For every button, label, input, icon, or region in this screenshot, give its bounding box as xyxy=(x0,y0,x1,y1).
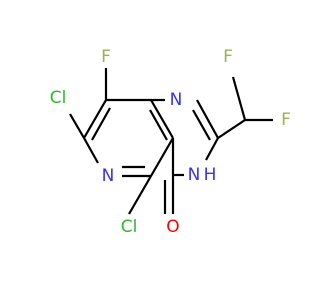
bonds xyxy=(69,68,273,215)
atom-nh-h: H xyxy=(204,165,217,185)
atom-n-top: N xyxy=(170,90,183,110)
bond-c7-c8 xyxy=(83,99,107,139)
atom-f-right-2: F xyxy=(281,110,291,130)
bond-n6-c7 xyxy=(83,137,99,164)
molecule-canvas: Cl F N N N H Cl O F F xyxy=(49,47,291,237)
atom-n-left: N xyxy=(102,166,115,186)
bond-n1-c2 xyxy=(196,99,219,139)
atom-cl-bottom: Cl xyxy=(121,217,138,237)
bond-c8a-c4a-double xyxy=(149,109,168,141)
bond-c7-cl xyxy=(69,113,85,139)
bond-n1-c2-double xyxy=(192,109,211,141)
atom-labels: Cl F N N N H Cl O F F xyxy=(50,47,291,237)
bond-c4a-c5 xyxy=(150,137,174,177)
atom-f-right-1: F xyxy=(223,47,233,67)
bond-c2-n3 xyxy=(205,137,219,161)
bond-c8a-c4a xyxy=(150,99,174,139)
atom-f-top: F xyxy=(101,47,111,67)
bond-c5-cl xyxy=(128,175,152,215)
atom-cl-top: Cl xyxy=(50,88,67,108)
atom-nh-n: N xyxy=(188,165,201,185)
bond-chf2-f1 xyxy=(231,76,247,121)
bond-c7-c8-double xyxy=(91,107,111,141)
molecule-structure: Cl F N N N H Cl O F F xyxy=(50,47,291,237)
atom-o-bottom: O xyxy=(166,217,179,237)
bond-c2-chf2 xyxy=(217,119,246,139)
